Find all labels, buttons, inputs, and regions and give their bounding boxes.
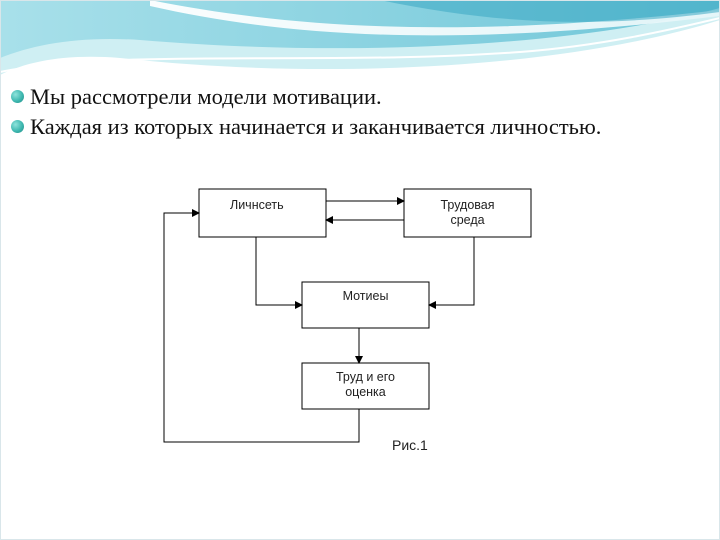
bullet-dot-icon [11,90,24,103]
bullet-text: Каждая из которых начинается и заканчива… [30,114,602,139]
box-work-evaluation [301,362,430,410]
box-personality [198,188,327,238]
bullet-item: Каждая из которых начинается и заканчива… [8,112,708,142]
box-personality-label: Личнсеть [230,198,284,212]
wave-band-dark [380,0,720,22]
motivation-diagram: Личнсеть Трудовая среда Мотиеы Труд и ег… [152,170,556,460]
box-motives-label: Мотиеы [342,289,389,303]
box-work-environment [403,188,532,238]
box-motives [301,281,430,329]
wave-line [0,17,720,73]
bullet-dot-icon [11,120,24,133]
arrow-evaluation-to-personality [163,209,360,443]
figure-caption: Рис.1 [392,437,428,453]
box-work-evaluation-line1: Труд и его [336,370,395,384]
box-work-environment-label: Трудовая среда [404,198,531,228]
box-work-evaluation-line2: оценка [345,385,386,399]
wave-band-white [150,0,720,36]
bullet-item: Мы рассмотрели модели мотивации. [8,82,708,112]
arrow-personality-to-motives [255,237,303,309]
bullet-list: Мы рассмотрели модели мотивации. Каждая … [8,82,708,142]
box-work-environment-line1: Трудовая [440,198,495,212]
bullet-text: Мы рассмотрели модели мотивации. [30,84,382,109]
box-work-environment-line2: среда [450,213,485,227]
arrow-environment-to-motives [428,237,475,309]
box-work-evaluation-label: Труд и его оценка [302,370,429,400]
